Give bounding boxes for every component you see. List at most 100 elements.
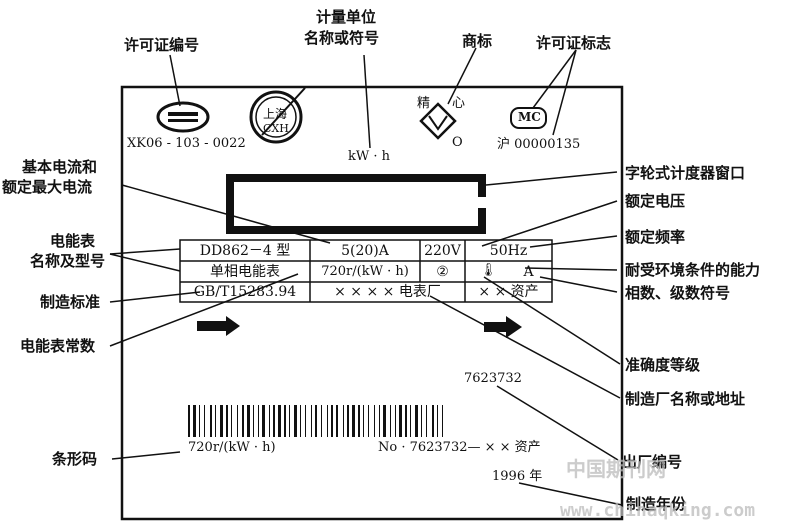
cell-manufacturer: × × × × 电表厂 [334, 284, 441, 300]
cell-standard: GB/T15283.94 [193, 284, 297, 300]
barcode-bar [410, 405, 411, 437]
barcode-bar [399, 405, 402, 437]
cell-current: 5(20)A [341, 242, 389, 259]
barcode-bar [284, 405, 286, 437]
year-text: 1996 年 [492, 469, 543, 484]
trademark-char-2: 心 [452, 96, 466, 111]
barcode-bar [247, 405, 250, 437]
barcode-bar [278, 405, 281, 437]
barcode-bar [237, 405, 238, 437]
trademark-logo [419, 102, 457, 140]
license-number-text: XK06 - 103 - 0022 [127, 136, 246, 151]
cell-frequency: 50Hz [489, 242, 528, 259]
barcode-bar [327, 405, 328, 437]
barcode [188, 405, 443, 437]
barcode-bar [363, 405, 364, 437]
barcode-bar [336, 405, 338, 437]
barcode-serial: No · 7623732— × × 资产 [378, 440, 541, 455]
callout-rated-frequency: 额定频率 [625, 228, 686, 246]
callout-accuracy: 准确度等级 [625, 356, 701, 374]
callout-license-mark: 许可证标志 [536, 34, 612, 52]
right-arrow [484, 316, 522, 338]
barcode-bar [294, 405, 297, 437]
callout-meter-name-line1: 电能表 [50, 232, 96, 250]
barcode-bar [305, 405, 306, 437]
callout-standard: 制造标准 [40, 293, 101, 311]
cell-model: DD862－4 型 [199, 242, 291, 259]
barcode-bar [405, 405, 407, 437]
barcode-bar [331, 405, 333, 437]
callout-unit-line1: 计量单位 [316, 8, 377, 26]
barcode-bar [253, 405, 254, 437]
barcode-bar [188, 405, 190, 437]
unit-symbol: kW · h [348, 149, 391, 164]
mc-badge-text: MC [518, 110, 541, 124]
barcode-bar [242, 405, 244, 437]
barcode-bar [442, 405, 443, 437]
callout-phase-grade: 相数、级数符号 [625, 284, 731, 302]
barcode-bar [215, 405, 216, 437]
watermark-en: www.chinaqking.com [560, 500, 756, 521]
cell-asset: × × 资产 [478, 284, 539, 300]
barcode-bar [210, 405, 212, 437]
serial-top: 7623732 [464, 371, 522, 386]
license-icon [156, 101, 210, 133]
barcode-bar [379, 405, 380, 437]
barcode-bar [368, 405, 369, 437]
barcode-bar [315, 405, 317, 437]
barcode-constant: 720r/(kW · h) [188, 440, 276, 455]
callout-license-number: 许可证编号 [124, 36, 200, 54]
cell-meter-name: 单相电能表 [210, 263, 280, 280]
trademark-char-1: 精 [417, 96, 431, 111]
callout-register-window: 字轮式计度器窗口 [625, 164, 746, 182]
callout-meter-name-line2: 名称及型号 [30, 252, 106, 270]
register-window [226, 174, 486, 234]
callout-unit-line2: 名称或符号 [304, 29, 380, 47]
cell-accuracy: ② [436, 263, 449, 280]
cell-constant: 720r/(kW · h) [321, 264, 409, 279]
callout-environment: 耐受环境条件的能力 [625, 261, 761, 279]
barcode-bar [193, 405, 196, 437]
environment-symbol: 🌡︎ [480, 263, 497, 278]
barcode-bar [231, 405, 232, 437]
watermark-cn: 中国期刊网 [566, 457, 666, 481]
cell-phase-grade: A [523, 263, 534, 280]
barcode-bar [432, 405, 434, 437]
barcode-bar [383, 405, 386, 437]
leader-lines [109, 47, 623, 506]
barcode-bar [421, 405, 422, 437]
manufacturer-logo [249, 87, 306, 144]
callout-year: 制造年份 [626, 495, 687, 513]
barcode-bar [204, 405, 205, 437]
logo-text-top: 上海 [263, 107, 288, 121]
callout-basic-current-line2: 额定最大电流 [2, 178, 93, 196]
barcode-bar [311, 405, 312, 437]
left-arrow [197, 316, 240, 336]
barcode-bar [347, 405, 349, 437]
barcode-bar [300, 405, 301, 437]
mc-number: 沪 00000135 [497, 137, 581, 152]
barcode-bar [374, 405, 375, 437]
barcode-bar [395, 405, 396, 437]
barcode-bar [289, 405, 290, 437]
barcode-bar [321, 405, 322, 437]
callout-rated-voltage: 额定电压 [625, 192, 686, 210]
callout-manufacturer: 制造厂名称或地址 [625, 390, 746, 408]
barcode-bar [226, 405, 228, 437]
barcode-bar [220, 405, 223, 437]
barcode-bar [269, 405, 270, 437]
mc-badge-frame [510, 107, 547, 129]
callout-basic-current-line1: 基本电流和 [22, 158, 98, 176]
barcode-bar [358, 405, 360, 437]
meter-panel-outline [120, 85, 624, 521]
callout-trademark: 商标 [462, 32, 493, 50]
barcode-bar [273, 405, 275, 437]
callout-barcode: 条形码 [52, 450, 98, 468]
barcode-bar [437, 405, 438, 437]
callout-serial: 出厂编号 [622, 453, 683, 471]
barcode-bar [426, 405, 427, 437]
barcode-bar [415, 405, 418, 437]
barcode-bar [352, 405, 355, 437]
